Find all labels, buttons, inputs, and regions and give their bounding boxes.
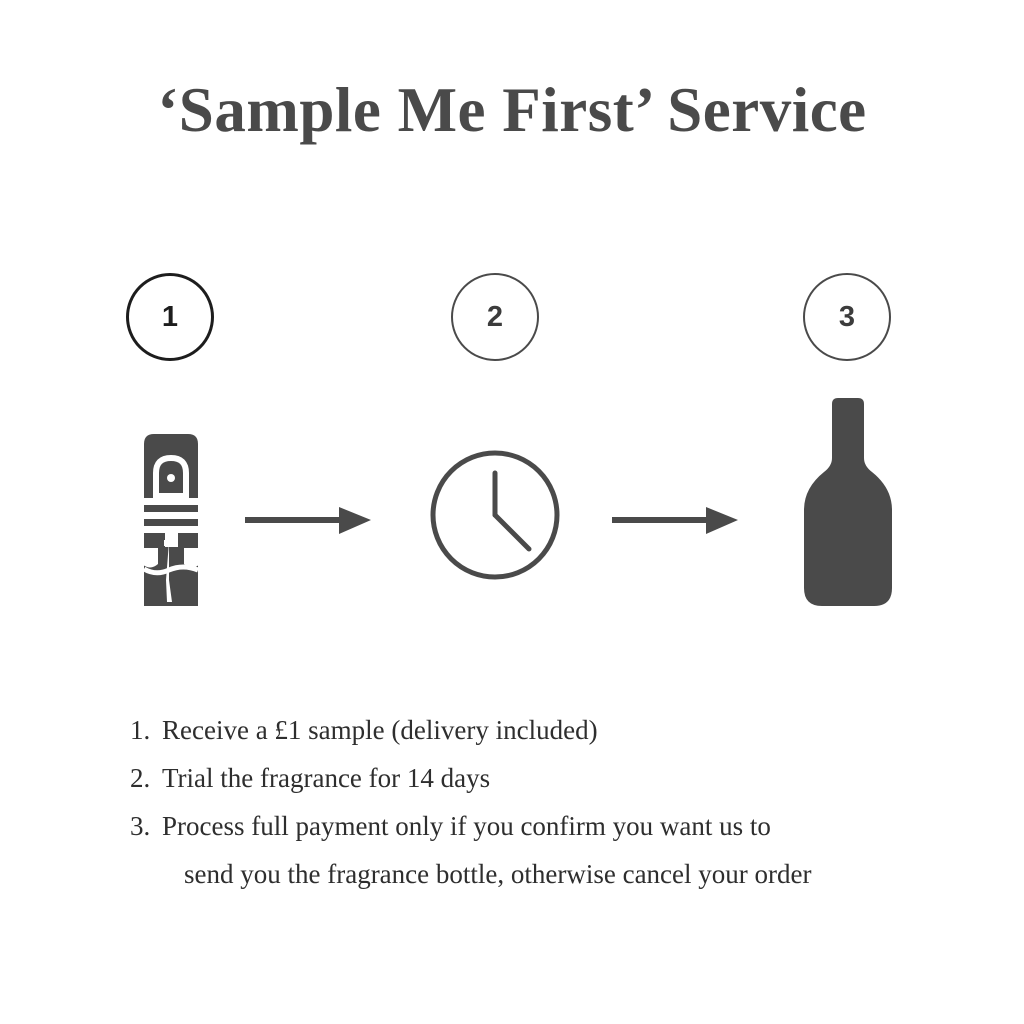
list-item: 2. Trial the fragrance for 14 days xyxy=(130,754,960,802)
page-title: ‘Sample Me First’ Service xyxy=(157,75,867,145)
list-item-text: Trial the fragrance for 14 days xyxy=(162,763,491,794)
sample-vial-icon xyxy=(136,430,206,615)
list-item-text-line2: send you the fragrance bottle, otherwise… xyxy=(184,859,812,890)
list-item: 1. Receive a £1 sample (delivery include… xyxy=(130,706,960,754)
step-circle-2: 2 xyxy=(451,273,539,361)
instructions-list: 1. Receive a £1 sample (delivery include… xyxy=(130,706,960,898)
list-item-text-line1: Process full payment only if you confirm… xyxy=(162,811,771,842)
step-number-1: 1 xyxy=(161,300,179,333)
list-item-marker: 3. xyxy=(130,811,151,842)
arrow-step1-to-step2 xyxy=(245,505,373,542)
list-item-text: Process full payment only if you confirm… xyxy=(162,802,960,898)
clock-icon xyxy=(425,445,565,590)
fragrance-bottle-icon xyxy=(788,396,908,616)
list-item-marker: 2. xyxy=(130,763,151,794)
list-item-marker: 1. xyxy=(130,715,151,745)
step-number-2: 2 xyxy=(486,300,504,333)
step-circle-3: 3 xyxy=(803,273,891,361)
step-number-3: 3 xyxy=(838,300,856,333)
arrow-step2-to-step3 xyxy=(612,505,740,542)
list-item-text: Receive a £1 sample (delivery included) xyxy=(162,715,598,745)
step-circle-1: 1 xyxy=(126,273,214,361)
list-item: 3. Process full payment only if you conf… xyxy=(130,802,960,898)
